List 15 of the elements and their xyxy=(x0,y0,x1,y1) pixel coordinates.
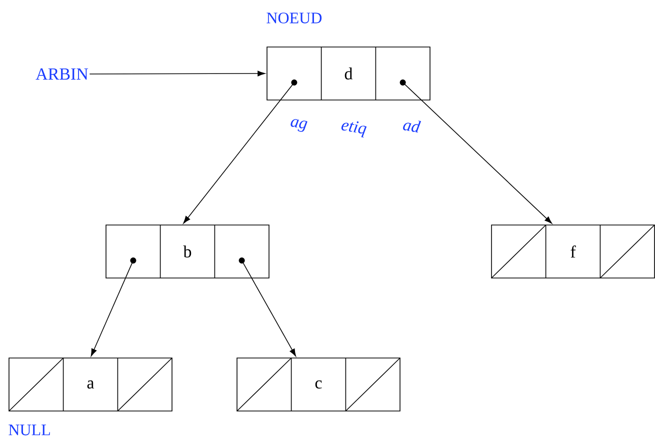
arrow xyxy=(90,262,133,356)
arrow xyxy=(89,70,266,76)
record-box: d xyxy=(266,46,430,100)
record-box: b xyxy=(106,224,270,278)
record-caption: NOEUD xyxy=(266,12,322,24)
arrow xyxy=(183,84,294,224)
record-box: a xyxy=(8,358,172,412)
record-box: f xyxy=(491,224,655,278)
arrow xyxy=(404,84,552,224)
field-name: etiq xyxy=(341,121,367,138)
arrow xyxy=(242,262,296,356)
field-name: ad xyxy=(403,120,422,133)
pointer-name: ARBIN xyxy=(36,68,88,80)
field-name: ag xyxy=(290,119,308,132)
record-box: c xyxy=(236,358,400,412)
